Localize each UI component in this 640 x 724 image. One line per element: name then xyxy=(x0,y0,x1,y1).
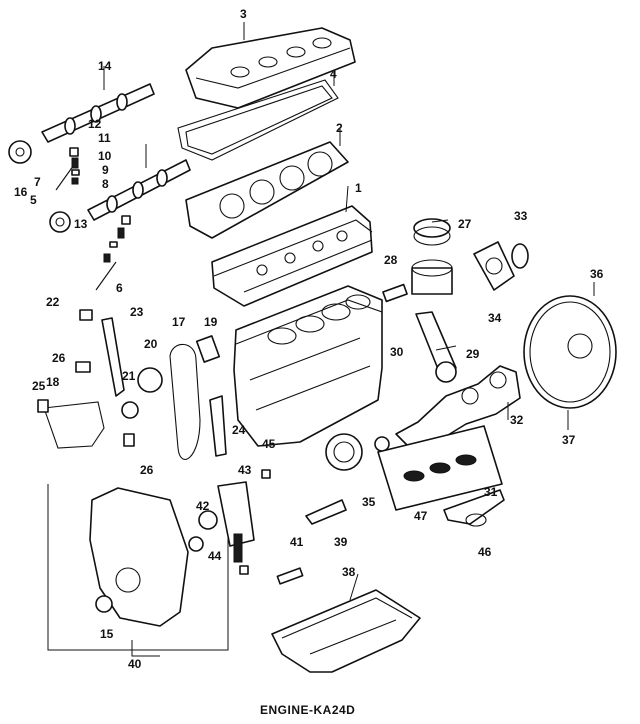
callout-16: 16 xyxy=(14,185,28,199)
callout-35: 35 xyxy=(362,495,376,509)
callout-33: 33 xyxy=(514,209,528,223)
callout-7: 7 xyxy=(34,175,41,189)
timing-cover xyxy=(47,484,229,651)
sealant-tube xyxy=(305,499,347,525)
callout-18: 18 xyxy=(46,375,60,389)
valve-cover xyxy=(185,27,356,109)
callout-21: 21 xyxy=(122,369,136,383)
callout-15: 15 xyxy=(100,627,114,641)
callout-30: 30 xyxy=(390,345,404,359)
valve-train-lower xyxy=(95,215,131,291)
callout-19: 19 xyxy=(204,315,218,329)
leader-lines xyxy=(103,22,595,657)
callout-32: 32 xyxy=(510,413,524,427)
flywheel xyxy=(523,295,617,409)
callout-23: 23 xyxy=(130,305,144,319)
callout-8: 8 xyxy=(102,177,109,191)
piston xyxy=(382,259,453,303)
camshaft-lower xyxy=(87,159,191,221)
callout-9: 9 xyxy=(102,163,109,177)
callout-5: 5 xyxy=(30,193,37,207)
callout-43: 43 xyxy=(238,463,252,477)
callout-24: 24 xyxy=(232,423,246,437)
callout-47: 47 xyxy=(414,509,428,523)
crank-pulley xyxy=(325,433,390,471)
rear-seal-retainer xyxy=(473,241,529,291)
callout-20: 20 xyxy=(144,337,158,351)
callout-12: 12 xyxy=(88,117,102,131)
camshaft-upper xyxy=(41,83,155,143)
callout-3: 3 xyxy=(240,7,247,21)
callout-4: 4 xyxy=(330,67,337,81)
callout-10: 10 xyxy=(98,149,112,163)
callout-44: 44 xyxy=(208,549,222,563)
cam-sprocket-lower xyxy=(49,211,71,233)
callout-46: 46 xyxy=(478,545,492,559)
callout-6: 6 xyxy=(116,281,123,295)
diagram-caption: ENGINE-KA24D xyxy=(260,703,355,717)
callout-37: 37 xyxy=(562,433,576,447)
callout-27: 27 xyxy=(458,217,472,231)
tensioner xyxy=(79,309,221,363)
callout-13: 13 xyxy=(74,217,88,231)
callout-11: 11 xyxy=(98,131,111,145)
engine-block xyxy=(233,285,383,447)
oil-pickup xyxy=(443,489,505,527)
callout-17: 17 xyxy=(172,315,186,329)
piston-rings xyxy=(413,218,451,246)
valve-cover-gasket xyxy=(177,79,339,161)
callout-31: 31 xyxy=(484,485,498,499)
callout-40: 40 xyxy=(128,657,142,671)
callout-45: 45 xyxy=(262,437,276,451)
callout-39: 39 xyxy=(334,535,348,549)
timing-chain xyxy=(43,343,201,460)
fasteners xyxy=(37,361,271,575)
callout-25: 25 xyxy=(32,379,46,393)
callout-38: 38 xyxy=(342,565,356,579)
callout-26b: 26 xyxy=(140,463,154,477)
oil-pump xyxy=(188,481,255,563)
timing-chain-guide xyxy=(101,317,227,457)
callout-14: 14 xyxy=(98,59,112,73)
head-gasket xyxy=(185,141,349,239)
callout-2: 2 xyxy=(336,121,343,135)
callout-42: 42 xyxy=(196,499,210,513)
callout-22: 22 xyxy=(46,295,60,309)
cam-sprocket-upper xyxy=(8,140,32,164)
callout-26: 26 xyxy=(52,351,66,365)
callout-41: 41 xyxy=(290,535,304,549)
callout-1: 1 xyxy=(355,181,362,195)
callout-29: 29 xyxy=(466,347,480,361)
crank-sprocket xyxy=(121,367,163,419)
connecting-rod xyxy=(415,311,457,383)
callout-34: 34 xyxy=(488,311,502,325)
oil-pan xyxy=(271,589,421,673)
cylinder-head xyxy=(211,205,373,307)
main-bearings xyxy=(377,425,503,511)
callout-28: 28 xyxy=(384,253,398,267)
callout-labels: 1 2 3 4 5 6 7 8 9 10 11 12 13 14 15 16 1… xyxy=(14,7,604,671)
dowel xyxy=(276,567,304,585)
callout-36: 36 xyxy=(590,267,604,281)
valve-train-upper xyxy=(55,147,80,191)
